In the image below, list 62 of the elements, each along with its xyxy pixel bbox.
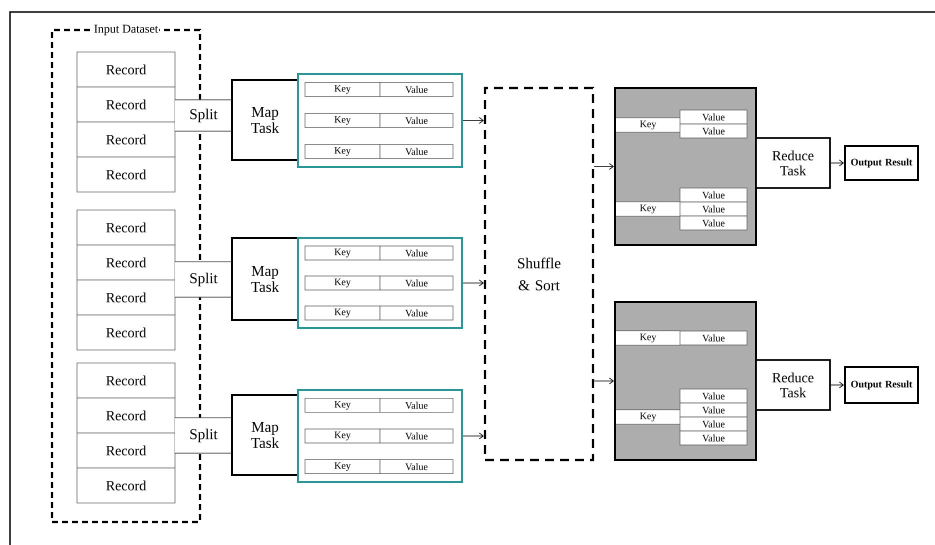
arrow <box>462 280 484 286</box>
key-value-cell: Value <box>380 144 454 159</box>
key-cell: Key <box>615 409 681 425</box>
key-value-cell: Value <box>380 276 454 290</box>
key-value-cell: Value <box>680 388 748 404</box>
key-value-cell: Value <box>380 398 454 413</box>
node-label: Key <box>640 412 656 422</box>
key-value-cell: Value <box>680 124 748 138</box>
record-box: Record <box>76 432 176 468</box>
key-value-cell: Value <box>380 82 454 97</box>
key-value-cell: Key <box>304 246 380 260</box>
key-value-cell: Value <box>380 246 454 260</box>
record-box: Record <box>76 210 176 246</box>
key-value-cell: Value <box>680 430 748 446</box>
key-value-cell: Value <box>380 306 454 320</box>
arrow <box>830 382 844 388</box>
key-value-cell: Value <box>680 110 748 124</box>
split-label: Split <box>174 417 233 454</box>
key-value-cell: Key <box>304 144 380 159</box>
node-label: Key <box>640 120 656 130</box>
record-box: Record <box>76 244 176 280</box>
key-value-cell: Value <box>380 113 454 128</box>
arrow <box>462 117 484 124</box>
shuffle-sort-box: Shuffle & Sort <box>484 86 594 462</box>
key-cell: Key <box>615 330 681 346</box>
record-box: Record <box>76 362 176 398</box>
output-box: Output Result <box>844 145 919 181</box>
record-box: Record <box>76 122 176 158</box>
key-value-cell: Key <box>304 113 380 128</box>
key-value-cell: Value <box>680 202 748 216</box>
key-cell: Key <box>615 201 681 217</box>
arrow <box>594 163 614 170</box>
split-label: Split <box>174 261 233 298</box>
arrow <box>462 432 484 440</box>
node-label: Key <box>640 204 656 214</box>
key-value-cell: Value <box>680 416 748 432</box>
record-box: Record <box>76 314 176 350</box>
key-value-cell: Key <box>304 398 380 413</box>
arrow <box>594 378 614 384</box>
key-value-cell: Value <box>680 402 748 418</box>
key-value-cell: Key <box>304 459 380 474</box>
key-value-cell: Value <box>680 330 748 346</box>
reduce-task-box: Reduce Task <box>755 137 831 189</box>
map-task-box: Map Task <box>231 79 299 161</box>
key-cell: Key <box>615 117 681 133</box>
key-value-cell: Value <box>380 428 454 444</box>
key-value-cell: Key <box>304 428 380 444</box>
key-value-cell: Key <box>304 82 380 97</box>
record-box: Record <box>76 468 176 504</box>
key-value-cell: Value <box>680 216 748 230</box>
reduce-task-box: Reduce Task <box>755 359 831 411</box>
record-box: Record <box>76 280 176 316</box>
record-box: Record <box>76 52 176 88</box>
key-value-cell: Key <box>304 276 380 290</box>
record-box: Record <box>76 398 176 434</box>
key-value-cell: Key <box>304 306 380 320</box>
key-value-cell: Value <box>680 188 748 202</box>
key-value-cell: Value <box>380 459 454 474</box>
record-box: Record <box>76 156 176 192</box>
arrow <box>830 160 844 166</box>
split-label: Split <box>174 99 233 132</box>
output-box: Output Result <box>844 366 919 404</box>
